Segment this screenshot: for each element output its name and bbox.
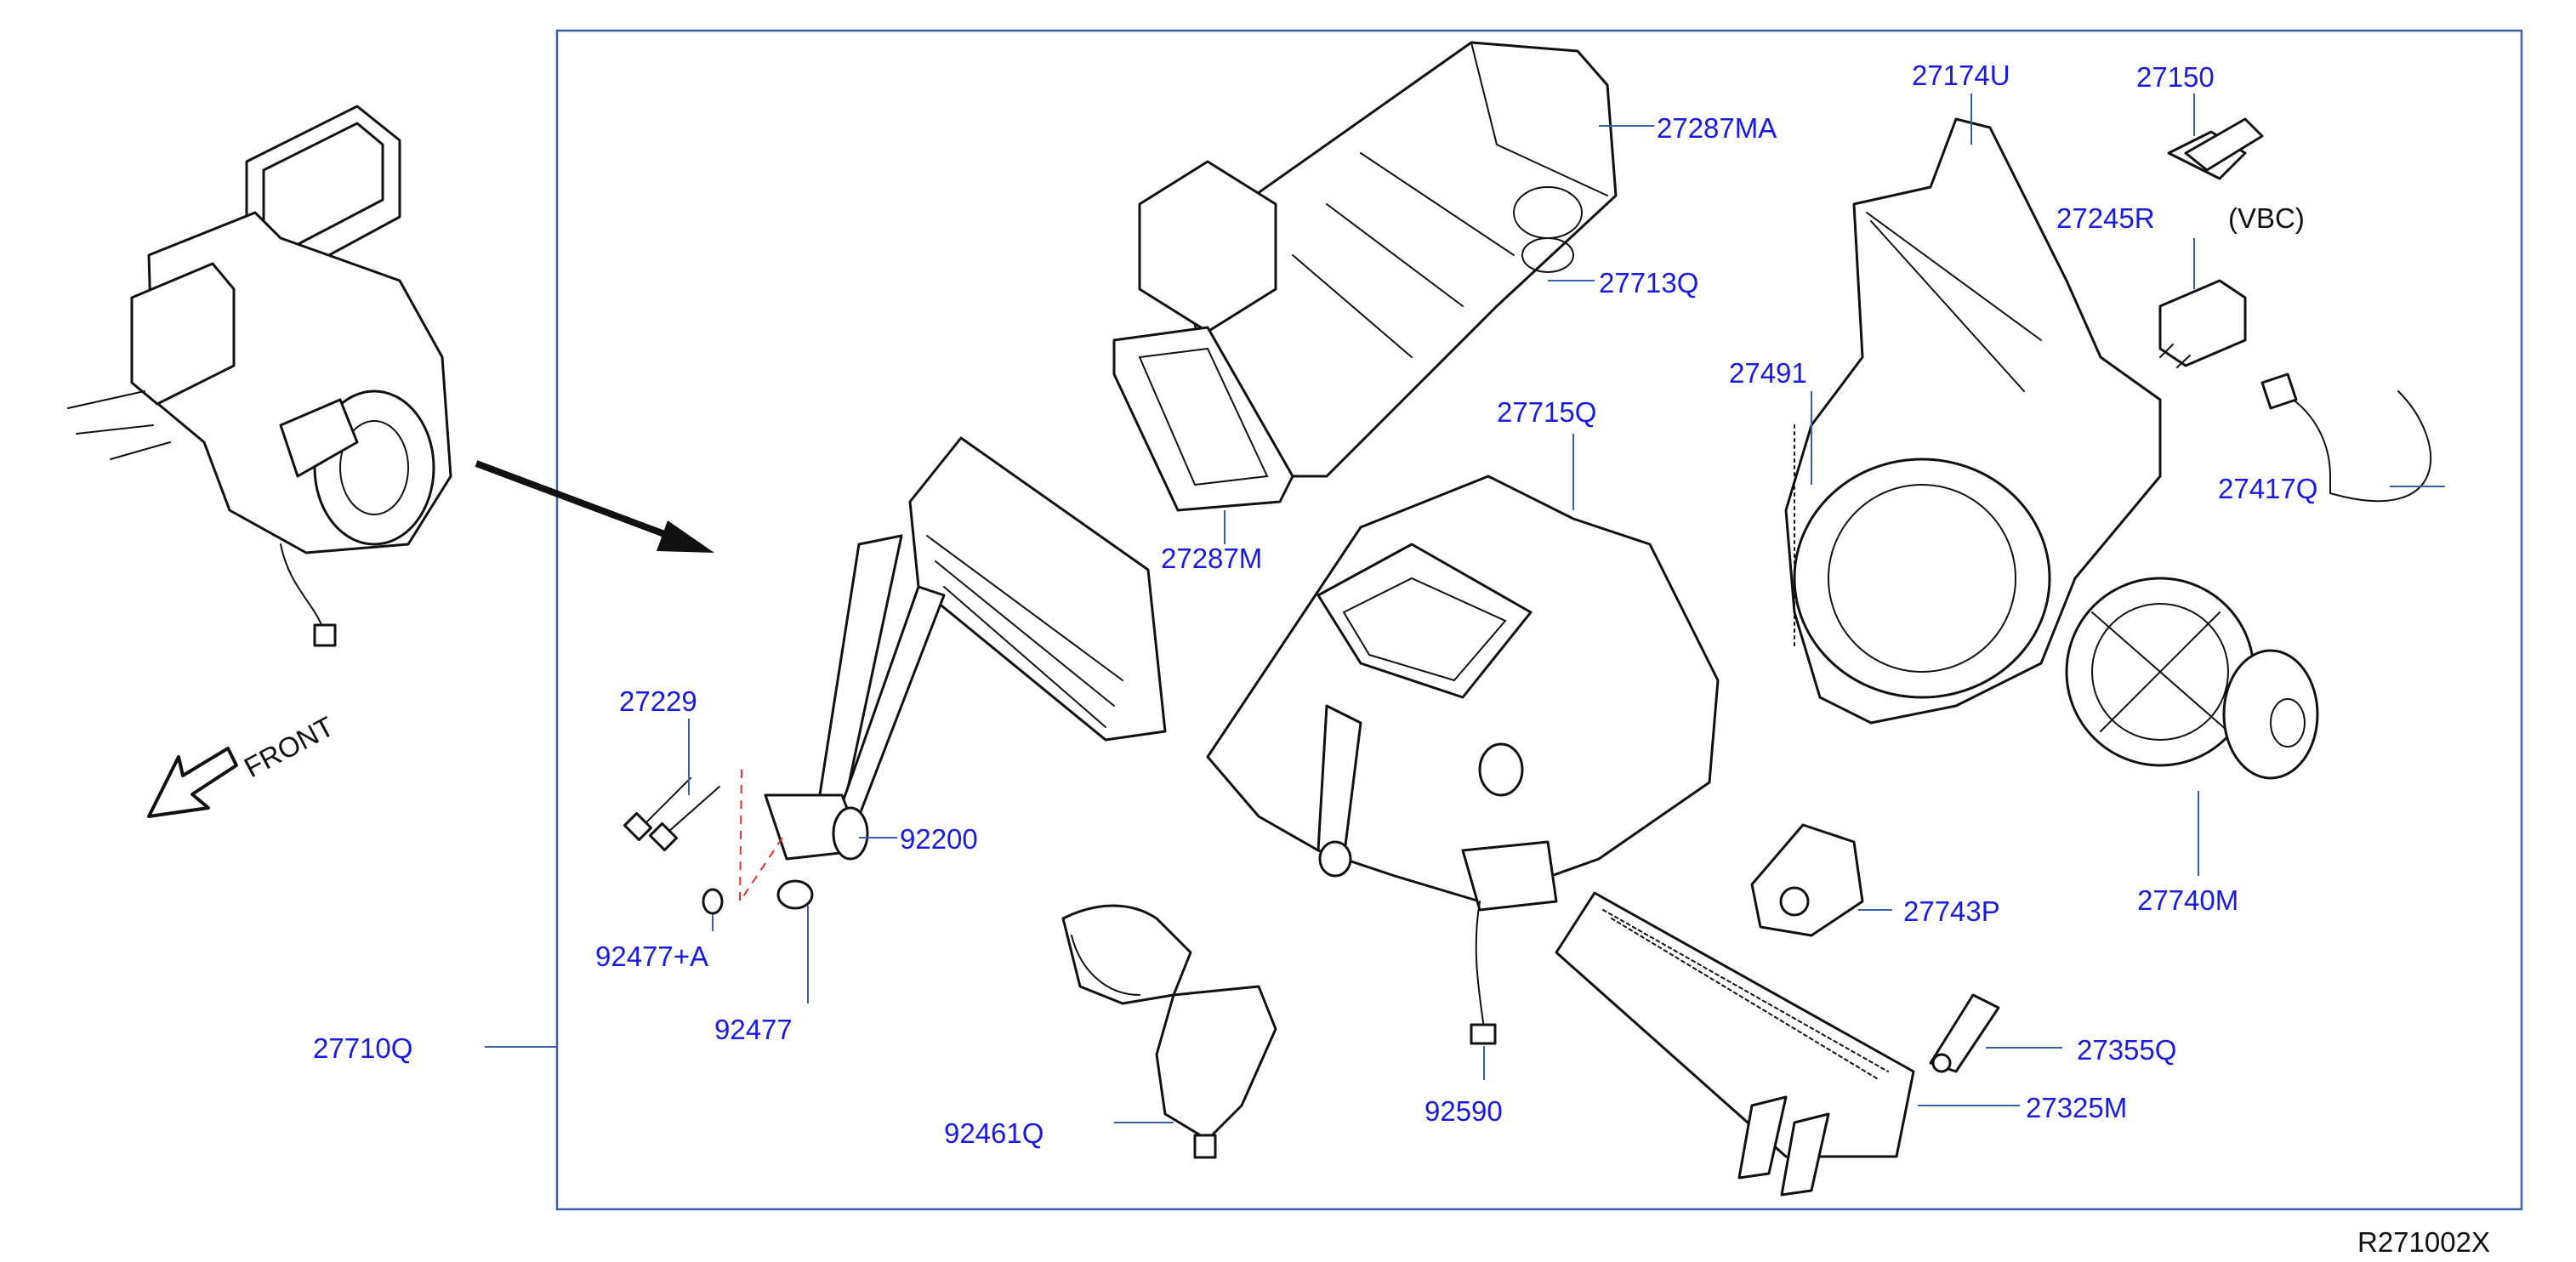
label-92477: 92477 (714, 1014, 793, 1045)
label-27743P: 27743P (1903, 895, 2000, 927)
assembly-frame (555, 29, 2523, 1211)
sensor-drawing (1929, 993, 2000, 1073)
main-case-drawing (1206, 475, 1720, 1045)
label-27740M: 27740M (2137, 884, 2238, 916)
diagram-reference: R271002X (2357, 1226, 2490, 1258)
o-ring-small (702, 888, 724, 915)
label-27417Q: 27417Q (2218, 473, 2317, 504)
front-direction-arrow (147, 747, 238, 818)
label-27355Q: 27355Q (2077, 1034, 2176, 1066)
blower-housing-drawing (1784, 117, 2162, 725)
label-27715Q: 27715Q (1497, 396, 1596, 428)
harness-connector (2260, 372, 2298, 410)
blower-motor-drawing (2065, 577, 2319, 780)
label-92477A: 92477+A (595, 941, 708, 972)
overview-unit-drawing (67, 105, 452, 647)
label-27245R: 27245R (2056, 202, 2155, 234)
label-27174U: 27174U (1912, 60, 2010, 91)
label-27325M: 27325M (2026, 1092, 2127, 1123)
label-27150: 27150 (2136, 61, 2215, 93)
actuator-drawing (1750, 823, 1864, 937)
label-92461Q: 92461Q (944, 1117, 1043, 1149)
resistor-drawing (2167, 117, 2264, 180)
label-27229: 27229 (619, 685, 697, 717)
drain-hose-drawing (1061, 904, 1277, 1159)
bolts-drawing (623, 769, 783, 902)
front-label: FRONT (239, 710, 339, 783)
vbc-note: (VBC) (2228, 202, 2305, 234)
label-27491: 27491 (1729, 357, 1807, 389)
air-filter-drawing (1555, 891, 1915, 1197)
label-92590: 92590 (1424, 1095, 1503, 1127)
label-27713Q: 27713Q (1599, 267, 1698, 298)
relay-drawing (2158, 279, 2247, 368)
label-27287MA: 27287MA (1657, 112, 1777, 144)
direction-arrow (475, 460, 714, 553)
duct-assembly-drawing (1112, 41, 1618, 512)
label-27287M: 27287M (1161, 543, 1262, 574)
o-ring-large (776, 879, 814, 910)
heater-core-drawing (764, 436, 1167, 861)
label-27710Q: 27710Q (313, 1032, 412, 1064)
harness-wire (2278, 390, 2431, 503)
label-92200: 92200 (900, 823, 978, 855)
